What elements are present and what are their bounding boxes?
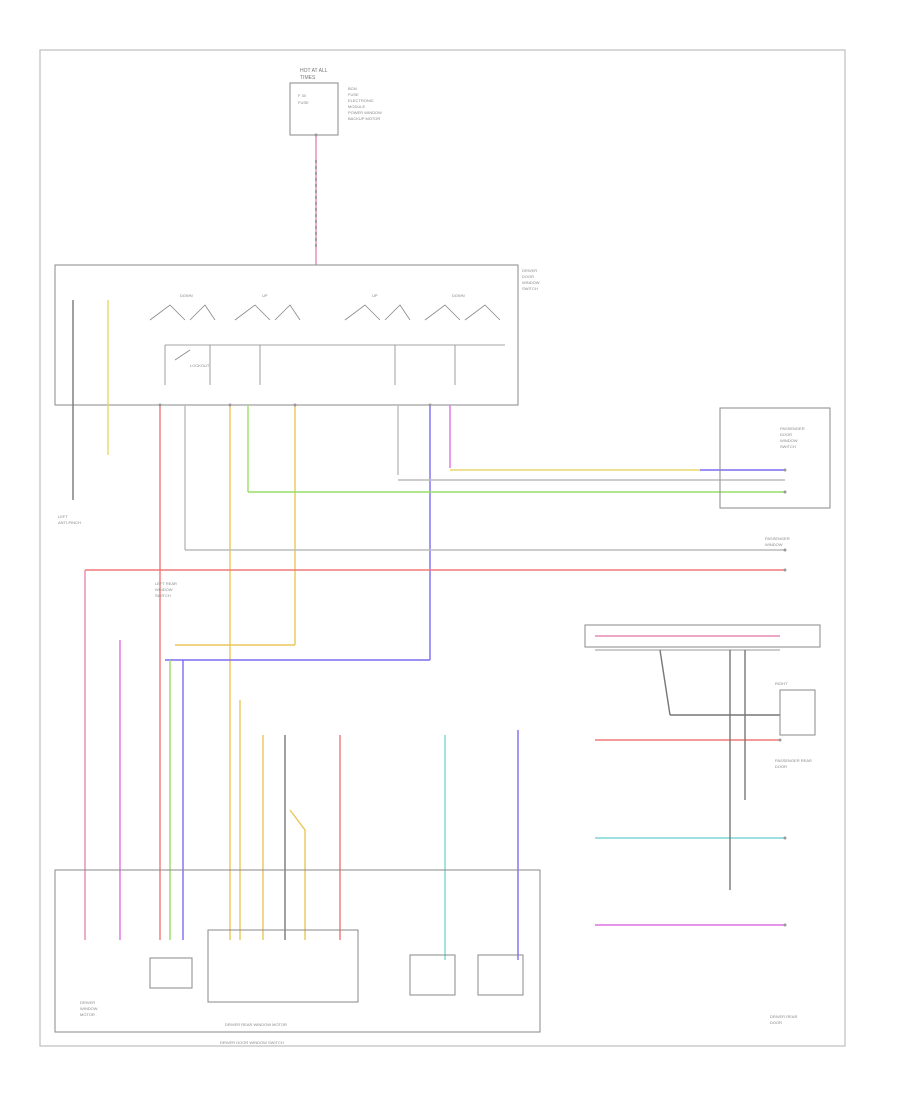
svg-text:WINDOW: WINDOW (80, 1006, 98, 1011)
svg-text:ELECTRONIC: ELECTRONIC (348, 98, 374, 103)
svg-text:PASSENGER: PASSENGER (780, 426, 805, 431)
fuse-info-text: BCM FUSE ELECTRONIC MODULE POWER WINDOW … (348, 86, 382, 121)
terminal-dots (158, 133, 787, 927)
left-ground-label-2: ANTI-PINCH (58, 520, 81, 525)
right-rear-label: RIGHT (775, 681, 788, 686)
svg-text:FUSE: FUSE (348, 92, 359, 97)
svg-text:MODULE: MODULE (348, 104, 365, 109)
svg-text:WINDOW: WINDOW (780, 438, 798, 443)
left-rear-text: LEFT REAR WINDOW SWITCH (155, 581, 177, 598)
svg-text:LEFT REAR: LEFT REAR (155, 581, 177, 586)
window-switch-contacts (149, 304, 505, 385)
svg-text:WINDOW: WINDOW (155, 587, 173, 592)
passenger-motor-label-2: WINDOW (765, 542, 783, 547)
left-ground-label: LEFT (58, 514, 68, 519)
passenger-switch-label: PASSENGER DOOR WINDOW SWITCH (780, 426, 805, 449)
svg-text:BCM: BCM (348, 86, 357, 91)
passenger-motor-label: PASSENGER (765, 536, 790, 541)
svg-text:DRIVER: DRIVER (522, 268, 537, 273)
svg-text:POWER WINDOW: POWER WINDOW (348, 110, 382, 115)
svg-text:DOOR: DOOR (780, 432, 792, 437)
rear-door-label: PASSENGER REAR (775, 758, 812, 763)
svg-text:SWITCH: SWITCH (780, 444, 796, 449)
svg-text:DRIVER: DRIVER (80, 1000, 95, 1005)
svg-text:FUSE: FUSE (298, 100, 309, 105)
svg-text:TIMES: TIMES (300, 75, 316, 81)
switch-label-4: DOWN (452, 293, 465, 298)
switch-label-2: UP (262, 293, 268, 298)
svg-text:BACKUP MOTOR: BACKUP MOTOR (348, 116, 380, 121)
driver-rear-label-2: DOOR (770, 1020, 782, 1025)
fuse-block: HOT AT ALL TIMES F 30 FUSE (289, 68, 339, 136)
left-motor-label: DRIVER WINDOW MOTOR (80, 1000, 98, 1017)
svg-text:F 30: F 30 (298, 93, 307, 98)
svg-text:DOOR: DOOR (522, 274, 534, 279)
svg-text:WINDOW: WINDOW (522, 280, 540, 285)
switch-label-1: DOWN (180, 293, 193, 298)
svg-text:HOT AT ALL: HOT AT ALL (300, 68, 328, 74)
master-switch-box (54, 264, 519, 406)
master-switch-label: DRIVER DOOR WINDOW SWITCH (522, 268, 540, 291)
bottom-module-box (54, 869, 541, 1033)
svg-text:SWITCH: SWITCH (155, 593, 171, 598)
driver-motor-box (207, 929, 359, 1003)
switch-label-3: UP (372, 293, 378, 298)
bottom-block-label: DRIVER REAR WINDOW MOTOR (225, 1022, 287, 1027)
lockout-label: LOCKOUT (190, 363, 210, 368)
svg-text:MOTOR: MOTOR (80, 1012, 95, 1017)
diagram-frame (39, 49, 846, 1047)
driver-rear-label: DRIVER REAR (770, 1014, 797, 1019)
svg-text:SWITCH: SWITCH (522, 286, 538, 291)
footer-label: DRIVER DOOR WINDOW SWITCH (220, 1040, 284, 1045)
rear-door-label-2: DOOR (775, 764, 787, 769)
passenger-switch-box (719, 407, 831, 509)
rear-switch-box (584, 624, 821, 648)
